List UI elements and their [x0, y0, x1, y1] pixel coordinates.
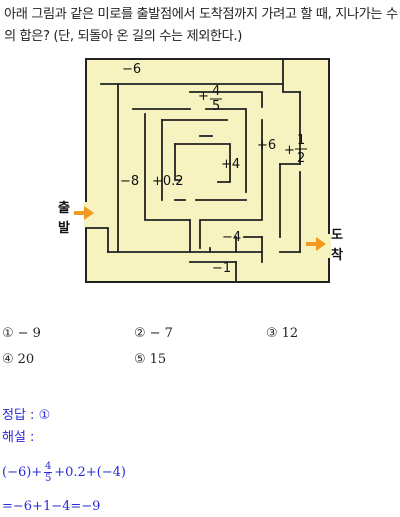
end-label-1: 도: [331, 228, 343, 243]
maze-num-plus4: +4: [221, 157, 240, 172]
solution-line-1: (−6)+ 4 5 +0.2+(−4): [2, 455, 126, 489]
maze-num-plus1-2-sign: +: [284, 143, 295, 158]
maze-num-plus4-5-den: 5: [212, 99, 220, 114]
solution-fraction: 4 5: [44, 460, 53, 484]
explanation-label: 해설 :: [2, 430, 35, 445]
choice-2-number: ②: [134, 326, 146, 341]
choice-2[interactable]: ②− 7: [134, 326, 173, 341]
start-label-1: 출: [58, 200, 70, 216]
choice-5-text: 15: [149, 352, 167, 367]
maze-num-plus0-2: +0.2: [152, 174, 184, 189]
maze-num-plus6: +6: [257, 138, 276, 153]
solution-line-2: =−6+1−4=−9: [2, 499, 101, 514]
maze-walls: [85, 58, 301, 283]
maze-num-plus1-2-num: 1: [297, 133, 305, 148]
maze-background: [85, 58, 330, 283]
choice-3-text: 12: [281, 326, 299, 341]
start-arrow-icon: [74, 206, 94, 220]
solution-frac-den: 5: [45, 472, 52, 484]
maze-num-plus1-2-den: 2: [297, 151, 305, 166]
choice-2-text: − 7: [149, 326, 173, 341]
solution-part-1: (−6)+: [2, 464, 43, 480]
maze-figure: −6 + 4 5 +6 + 1 2 +4 −8 +0.2 −4 −1 출 발 도…: [0, 52, 400, 302]
solution-part-2: +0.2+(−4): [54, 464, 126, 480]
maze-num-minus8: −8: [120, 174, 139, 189]
answer-block: 정답 : ① 해설 :: [2, 405, 50, 449]
choice-4-text: 20: [17, 352, 35, 367]
solution-frac-num: 4: [45, 460, 52, 472]
solution-block: (−6)+ 4 5 +0.2+(−4) =−6+1−4=−9: [2, 455, 126, 515]
maze-num-plus4-5-num: 4: [212, 84, 220, 99]
end-arrow-icon: [306, 237, 326, 251]
maze-diagram: −6 + 4 5 +6 + 1 2 +4 −8 +0.2 −4 −1 출 발 도…: [58, 58, 343, 283]
choice-3-number: ③: [266, 326, 278, 341]
maze-num-minus6: −6: [122, 62, 141, 77]
choice-1[interactable]: ①− 9: [2, 326, 41, 341]
maze-num-minus1: −1: [212, 261, 231, 276]
choice-4-number: ④: [2, 352, 14, 367]
answer-label: 정답 : ①: [2, 408, 51, 423]
start-label-2: 발: [58, 220, 70, 236]
maze-num-plus4-5-sign: +: [198, 89, 209, 104]
end-label-2: 착: [331, 247, 343, 263]
choice-1-number: ①: [2, 326, 14, 341]
maze-num-minus4: −4: [222, 230, 241, 245]
choice-5-number: ⑤: [134, 352, 146, 367]
question-text: 아래 그림과 같은 미로를 출발점에서 도착점까지 가려고 할 때, 지나가는 …: [4, 7, 398, 44]
choice-1-text: − 9: [17, 326, 41, 341]
